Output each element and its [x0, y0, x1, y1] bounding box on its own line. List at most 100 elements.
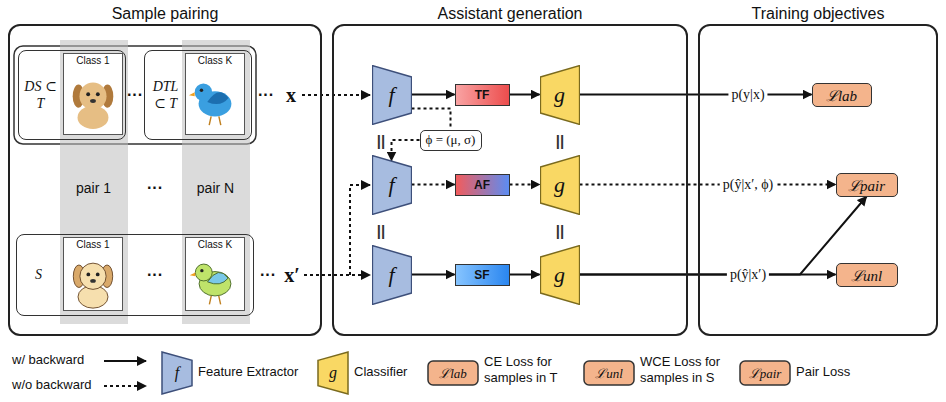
ellipsis: ···	[258, 86, 274, 104]
node-label: Class K	[186, 55, 244, 67]
connector	[580, 184, 836, 186]
node-label: Class 1	[64, 55, 122, 67]
legend-text: WCE Loss for samples in S	[640, 354, 732, 385]
source-set-box: DS ⊂ TClass 1	[18, 50, 126, 140]
connector	[580, 197, 867, 275]
shared-weights-mark: ||	[556, 222, 564, 239]
legend-text: Pair Loss	[796, 364, 850, 380]
connector	[510, 184, 540, 186]
legend-shape-sample	[318, 352, 348, 394]
node-label: ϕ = (μ, σ)	[426, 132, 476, 148]
synthetic-set-box: S Class 1 Class K	[16, 234, 254, 316]
connector	[412, 184, 455, 186]
panel: Assistant generationfTFgfAFgfSFgϕ = (μ, …	[332, 24, 688, 336]
legend-symbol: ℒunl	[595, 364, 623, 382]
legend-text: Classifier	[354, 364, 407, 380]
node-label: S	[19, 266, 59, 284]
image-card: Class K	[185, 53, 245, 135]
connector	[510, 274, 540, 276]
image-card: Class K	[185, 237, 245, 311]
connector	[412, 94, 455, 96]
feature-box: AF	[455, 174, 510, 196]
ellipsis: ···	[127, 86, 143, 104]
legend-shape-sample	[162, 352, 192, 394]
target-set-box: DTL ⊂ TClass K	[144, 50, 252, 140]
connector	[412, 109, 451, 130]
legend-text: Feature Extractor	[198, 364, 298, 380]
node-label: f	[388, 262, 394, 288]
panel-heading: Training objectives	[700, 4, 936, 24]
node-label: DTL ⊂ T	[147, 77, 185, 112]
legend-shape-sample	[740, 361, 790, 385]
node-label: TF	[475, 88, 490, 102]
legend-text: CE Loss for samples in T	[484, 354, 574, 385]
node-label: g	[554, 172, 565, 198]
node-label: DS ⊂ T	[21, 77, 61, 112]
legend-symbol: ℒpair	[749, 364, 782, 382]
legend-text: w/o backward	[12, 377, 91, 393]
statistics-box: ϕ = (μ, σ)	[420, 130, 482, 151]
classifier: g	[540, 65, 580, 125]
legend-symbol: g	[329, 364, 337, 382]
edge-label: p(ŷ|x′)	[727, 267, 769, 283]
node-label: g	[554, 82, 565, 108]
input-symbol: x′	[284, 264, 300, 287]
node-label: ℒpair	[848, 175, 885, 195]
node-label: f	[388, 82, 394, 108]
shared-weights-mark: ||	[556, 132, 564, 149]
legend-line-sample	[104, 385, 146, 387]
connector	[580, 94, 812, 96]
legend-text: w/ backward	[12, 352, 84, 368]
feature-extractor: f	[372, 245, 412, 305]
feature-extractor: f	[372, 155, 412, 215]
node-label: SF	[474, 268, 489, 282]
connector	[392, 140, 420, 161]
ellipsis: ···	[147, 179, 163, 197]
node-label: g	[554, 262, 565, 288]
ellipsis: ···	[260, 266, 276, 284]
legend-line-sample	[104, 360, 146, 362]
connector	[510, 94, 540, 96]
node-label: ℒlab	[826, 85, 857, 105]
input-arrow	[304, 274, 370, 276]
input-arrow	[350, 185, 370, 275]
node-label: ℒunl	[851, 265, 882, 285]
image-card: Class 1	[63, 53, 123, 135]
node-label: Class 1	[64, 239, 122, 251]
labeled-set-box	[14, 46, 256, 144]
class-illustration	[64, 66, 122, 134]
classifier: g	[540, 245, 580, 305]
loss-box: ℒlab	[812, 83, 872, 107]
feature-box: SF	[455, 264, 510, 286]
image-card: Class 1	[63, 237, 123, 311]
shared-weights-mark: ||	[377, 132, 385, 149]
class-illustration	[64, 250, 122, 310]
edge-label: p(y|x)	[728, 87, 767, 103]
loss-box: ℒunl	[836, 263, 898, 287]
legend-shape-sample	[584, 361, 634, 385]
legend-shape-sample	[428, 361, 478, 385]
panel: Sample pairingpair 1pair NDS ⊂ TClass 1D…	[8, 24, 322, 336]
input-symbol: x	[286, 84, 296, 107]
shared-weights-mark: ||	[377, 222, 385, 239]
classifier: g	[540, 155, 580, 215]
ellipsis: ···	[147, 266, 163, 284]
panel-heading: Assistant generation	[334, 4, 686, 24]
feature-box: TF	[455, 84, 510, 106]
edge-label: p(ŷ|x′, ϕ)	[720, 177, 777, 193]
class-illustration	[186, 250, 244, 310]
loss-box: ℒpair	[836, 173, 898, 197]
node-label: pair 1	[60, 180, 128, 196]
node-label: Class K	[186, 239, 244, 251]
panel-heading: Sample pairing	[10, 4, 320, 24]
input-arrow	[302, 94, 370, 96]
legend-symbol: ℒlab	[439, 364, 467, 382]
legend-symbol: f	[175, 364, 179, 382]
connector	[412, 274, 455, 276]
class-illustration	[186, 66, 244, 134]
node-label: AF	[474, 178, 490, 192]
feature-extractor: f	[372, 65, 412, 125]
node-label: pair N	[182, 180, 250, 196]
